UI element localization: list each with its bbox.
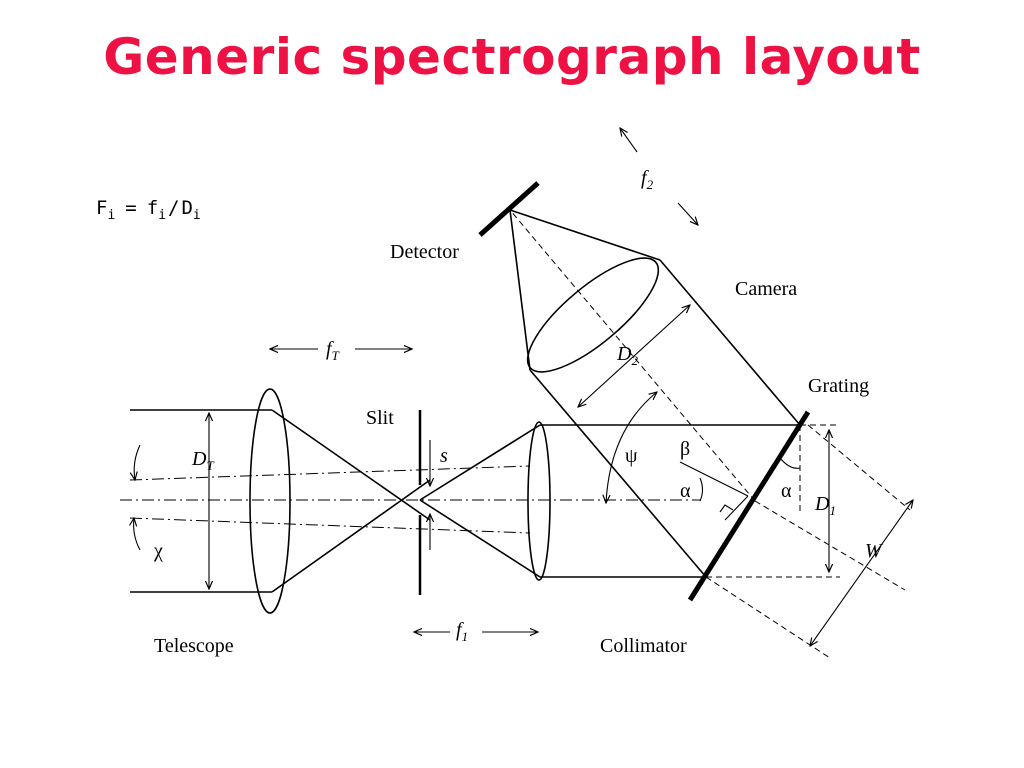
collimator-beam [419,424,800,578]
beta-symbol: β [680,438,690,460]
grating-width-symbol: W [865,540,884,562]
chi-angle-indicator [134,444,141,551]
grating-width-dimension [810,500,913,646]
f2-symbol: f2 [641,167,654,192]
psi-symbol: ψ [625,445,638,467]
psi-angle-arc [606,392,657,503]
grating-label: Grating [808,375,869,397]
camera-lens [526,257,660,373]
camera-beam-dimension [578,305,690,407]
slide-title: Generic spectrograph layout [103,28,921,86]
detector-label: Detector [390,241,459,263]
svg-text:Fi=fi/Di: Fi=fi/Di [96,197,201,223]
collimator-lens [527,421,551,581]
alpha-symbol-left: α [680,480,691,502]
alpha-symbol-right: α [781,480,792,502]
slit [418,410,430,595]
detector-beam [509,209,661,371]
slit-width-symbol: s [440,445,448,467]
D1-symbol: D1 [814,493,836,518]
telescope-label: Telescope [154,635,234,657]
D2-symbol: D2 [616,343,638,368]
focal-ratio-formula: Fi=fi/Di [96,197,201,223]
grating-alpha-arc [779,457,801,469]
f1-symbol: f1 [456,619,468,644]
grating [687,410,911,659]
grating-normal-angles [679,461,749,521]
camera-label: Camera [735,278,797,300]
detector [478,181,540,237]
slit-label: Slit [366,407,394,429]
chi-symbol: χ [153,540,163,562]
DT-symbol: DT [191,448,214,473]
camera-focal-length-arrows [620,128,698,225]
fT-symbol: fT [326,338,340,363]
collimator-label: Collimator [600,635,687,657]
telescope-beam [120,409,700,593]
telescope-lens [249,388,291,614]
